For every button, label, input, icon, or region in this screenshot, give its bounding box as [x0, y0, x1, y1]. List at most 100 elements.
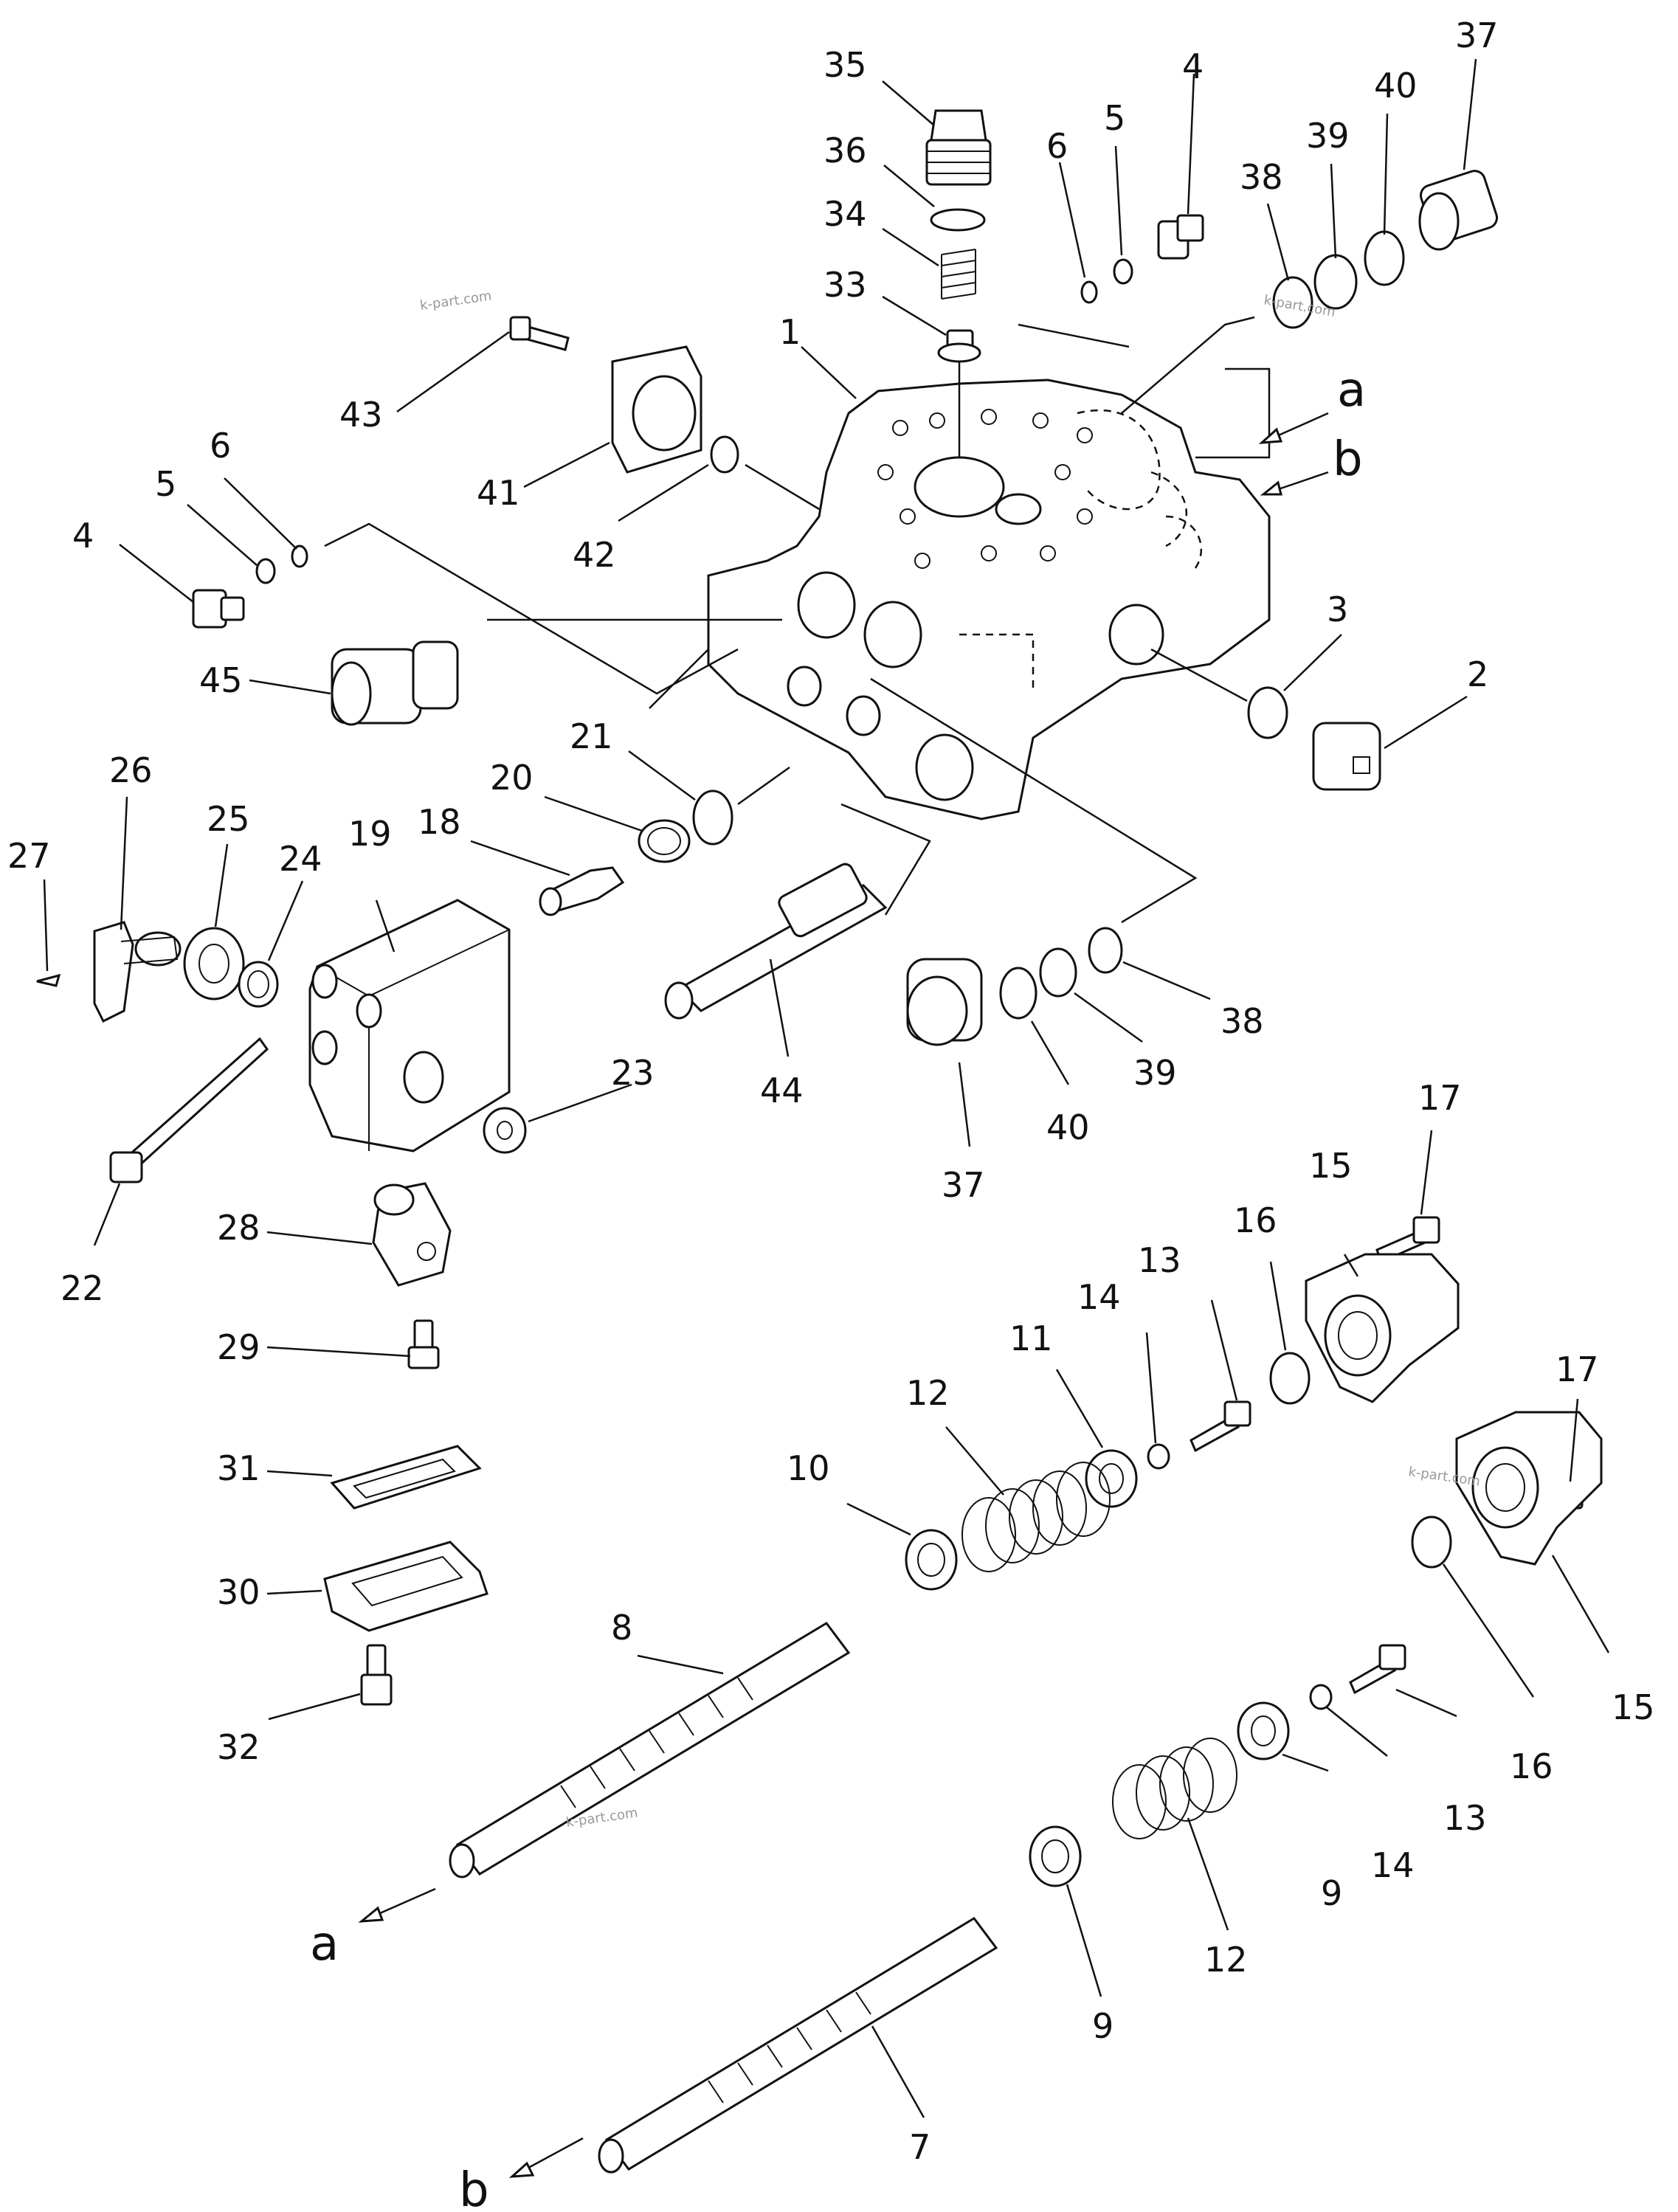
- callout-26: 26: [109, 750, 153, 790]
- callout-29: 29: [217, 1327, 260, 1367]
- callout-31: 31: [217, 1448, 260, 1488]
- callout-30: 30: [217, 1572, 260, 1612]
- callout-9-b: 9: [1092, 2006, 1114, 2046]
- bolt-29: [407, 1319, 440, 1369]
- bolt-13-a: [1190, 1400, 1251, 1453]
- callout-22: 22: [61, 1268, 104, 1308]
- callout-21: 21: [570, 716, 613, 756]
- callout-2: 2: [1467, 654, 1488, 694]
- callout-42: 42: [573, 535, 616, 575]
- gear-25: [183, 927, 245, 1000]
- port-letters: a b a b: [310, 363, 1366, 2212]
- plug-2: [1312, 722, 1381, 791]
- callout-44: 44: [760, 1071, 804, 1110]
- bolt-22: [109, 1037, 269, 1183]
- port-b-bottom: b: [459, 2163, 489, 2212]
- cover-15-a: [1305, 1253, 1460, 1403]
- gasket-31: [330, 1445, 482, 1510]
- case-19: [308, 899, 511, 1152]
- washer-14-b: [1309, 1684, 1333, 1710]
- callout-40-top: 40: [1374, 66, 1418, 106]
- callout-34: 34: [824, 194, 867, 234]
- callout-32: 32: [217, 1727, 260, 1767]
- callout-13-a: 13: [1138, 1240, 1181, 1280]
- callout-28: 28: [217, 1208, 260, 1248]
- callout-14-a: 14: [1077, 1277, 1121, 1317]
- lever-28: [372, 1182, 452, 1287]
- spring-34: [941, 249, 976, 300]
- o-ring-40-mid: [999, 967, 1037, 1020]
- callout-43: 43: [339, 395, 383, 435]
- callout-7: 7: [909, 2127, 931, 2167]
- callout-15-a: 15: [1309, 1146, 1353, 1186]
- callout-6-top: 6: [1046, 126, 1068, 166]
- callout-35: 35: [824, 45, 867, 85]
- plug-35: [925, 109, 992, 186]
- o-ring-38-mid: [1088, 927, 1123, 974]
- callout-38-top: 38: [1240, 157, 1283, 197]
- pin-27: [36, 973, 61, 987]
- spring-12-a: [961, 1462, 1111, 1572]
- bolt-43: [509, 316, 570, 351]
- bolt-32: [360, 1644, 393, 1706]
- plug-4-left: [192, 589, 245, 629]
- callout-37-mid: 37: [942, 1165, 985, 1205]
- o-ring-40-top: [1364, 230, 1405, 286]
- callout-10: 10: [787, 1448, 830, 1488]
- o-ring-16-b: [1411, 1515, 1452, 1569]
- callout-25: 25: [207, 799, 250, 839]
- washer-14-a: [1147, 1443, 1170, 1470]
- callout-5-top: 5: [1104, 98, 1125, 138]
- callout-numbers: 35 36 34 33 1 6 5 4 38 39 40 37 43 41 42…: [7, 15, 1655, 2167]
- callout-5-left: 5: [155, 464, 176, 504]
- callout-18: 18: [418, 802, 461, 842]
- spool-7: [598, 1917, 998, 2174]
- callout-3: 3: [1327, 590, 1348, 629]
- nut-23: [483, 1107, 527, 1154]
- callout-4-left: 4: [72, 516, 94, 556]
- callout-40-mid: 40: [1046, 1107, 1090, 1147]
- callout-39-mid: 39: [1133, 1053, 1177, 1093]
- port-b-top: b: [1333, 432, 1363, 487]
- callout-12-b: 12: [1204, 1940, 1248, 1980]
- cover-41: [611, 345, 702, 474]
- callout-17-a: 17: [1418, 1078, 1462, 1118]
- gasket-30: [323, 1541, 488, 1632]
- o-ring-38-top: [1272, 276, 1313, 329]
- callout-24: 24: [279, 839, 322, 879]
- bolt-13-b: [1349, 1644, 1406, 1695]
- callout-4-top: 4: [1182, 46, 1204, 86]
- callout-45: 45: [199, 660, 243, 700]
- callout-41: 41: [477, 473, 520, 513]
- cover-15-b: [1455, 1411, 1603, 1566]
- retainer-10: [905, 1529, 958, 1591]
- callout-1: 1: [779, 312, 801, 352]
- callout-11: 11: [1009, 1318, 1053, 1358]
- callout-39-top: 39: [1306, 116, 1350, 156]
- o-ring-21: [692, 789, 733, 846]
- valve-45: [331, 640, 459, 726]
- valve-body: [707, 379, 1271, 820]
- retainer-9-b: [1029, 1825, 1082, 1887]
- retainer-9-a: [1237, 1701, 1290, 1760]
- o-ring-5-left: [255, 558, 276, 584]
- spring-12-b: [1112, 1738, 1237, 1839]
- o-ring-42: [710, 435, 739, 474]
- callout-37-top: 37: [1455, 15, 1499, 55]
- o-ring-16-a: [1269, 1352, 1311, 1405]
- callout-20: 20: [490, 758, 534, 798]
- callout-13-b: 13: [1443, 1798, 1487, 1838]
- plug-37-top: [1418, 170, 1499, 251]
- callout-16-b: 16: [1510, 1746, 1553, 1786]
- retainer-11: [1085, 1449, 1138, 1508]
- callout-8: 8: [611, 1608, 632, 1648]
- ring-39-mid: [1039, 947, 1077, 998]
- ring-39-top: [1313, 254, 1358, 310]
- leader-lines: [43, 58, 1610, 2118]
- port-a-bottom: a: [310, 1917, 339, 1971]
- spool-44: [664, 863, 888, 1020]
- callout-23: 23: [611, 1053, 655, 1093]
- port-a-top: a: [1337, 363, 1366, 418]
- callout-9-a: 9: [1321, 1873, 1342, 1913]
- lever-26: [93, 921, 182, 1023]
